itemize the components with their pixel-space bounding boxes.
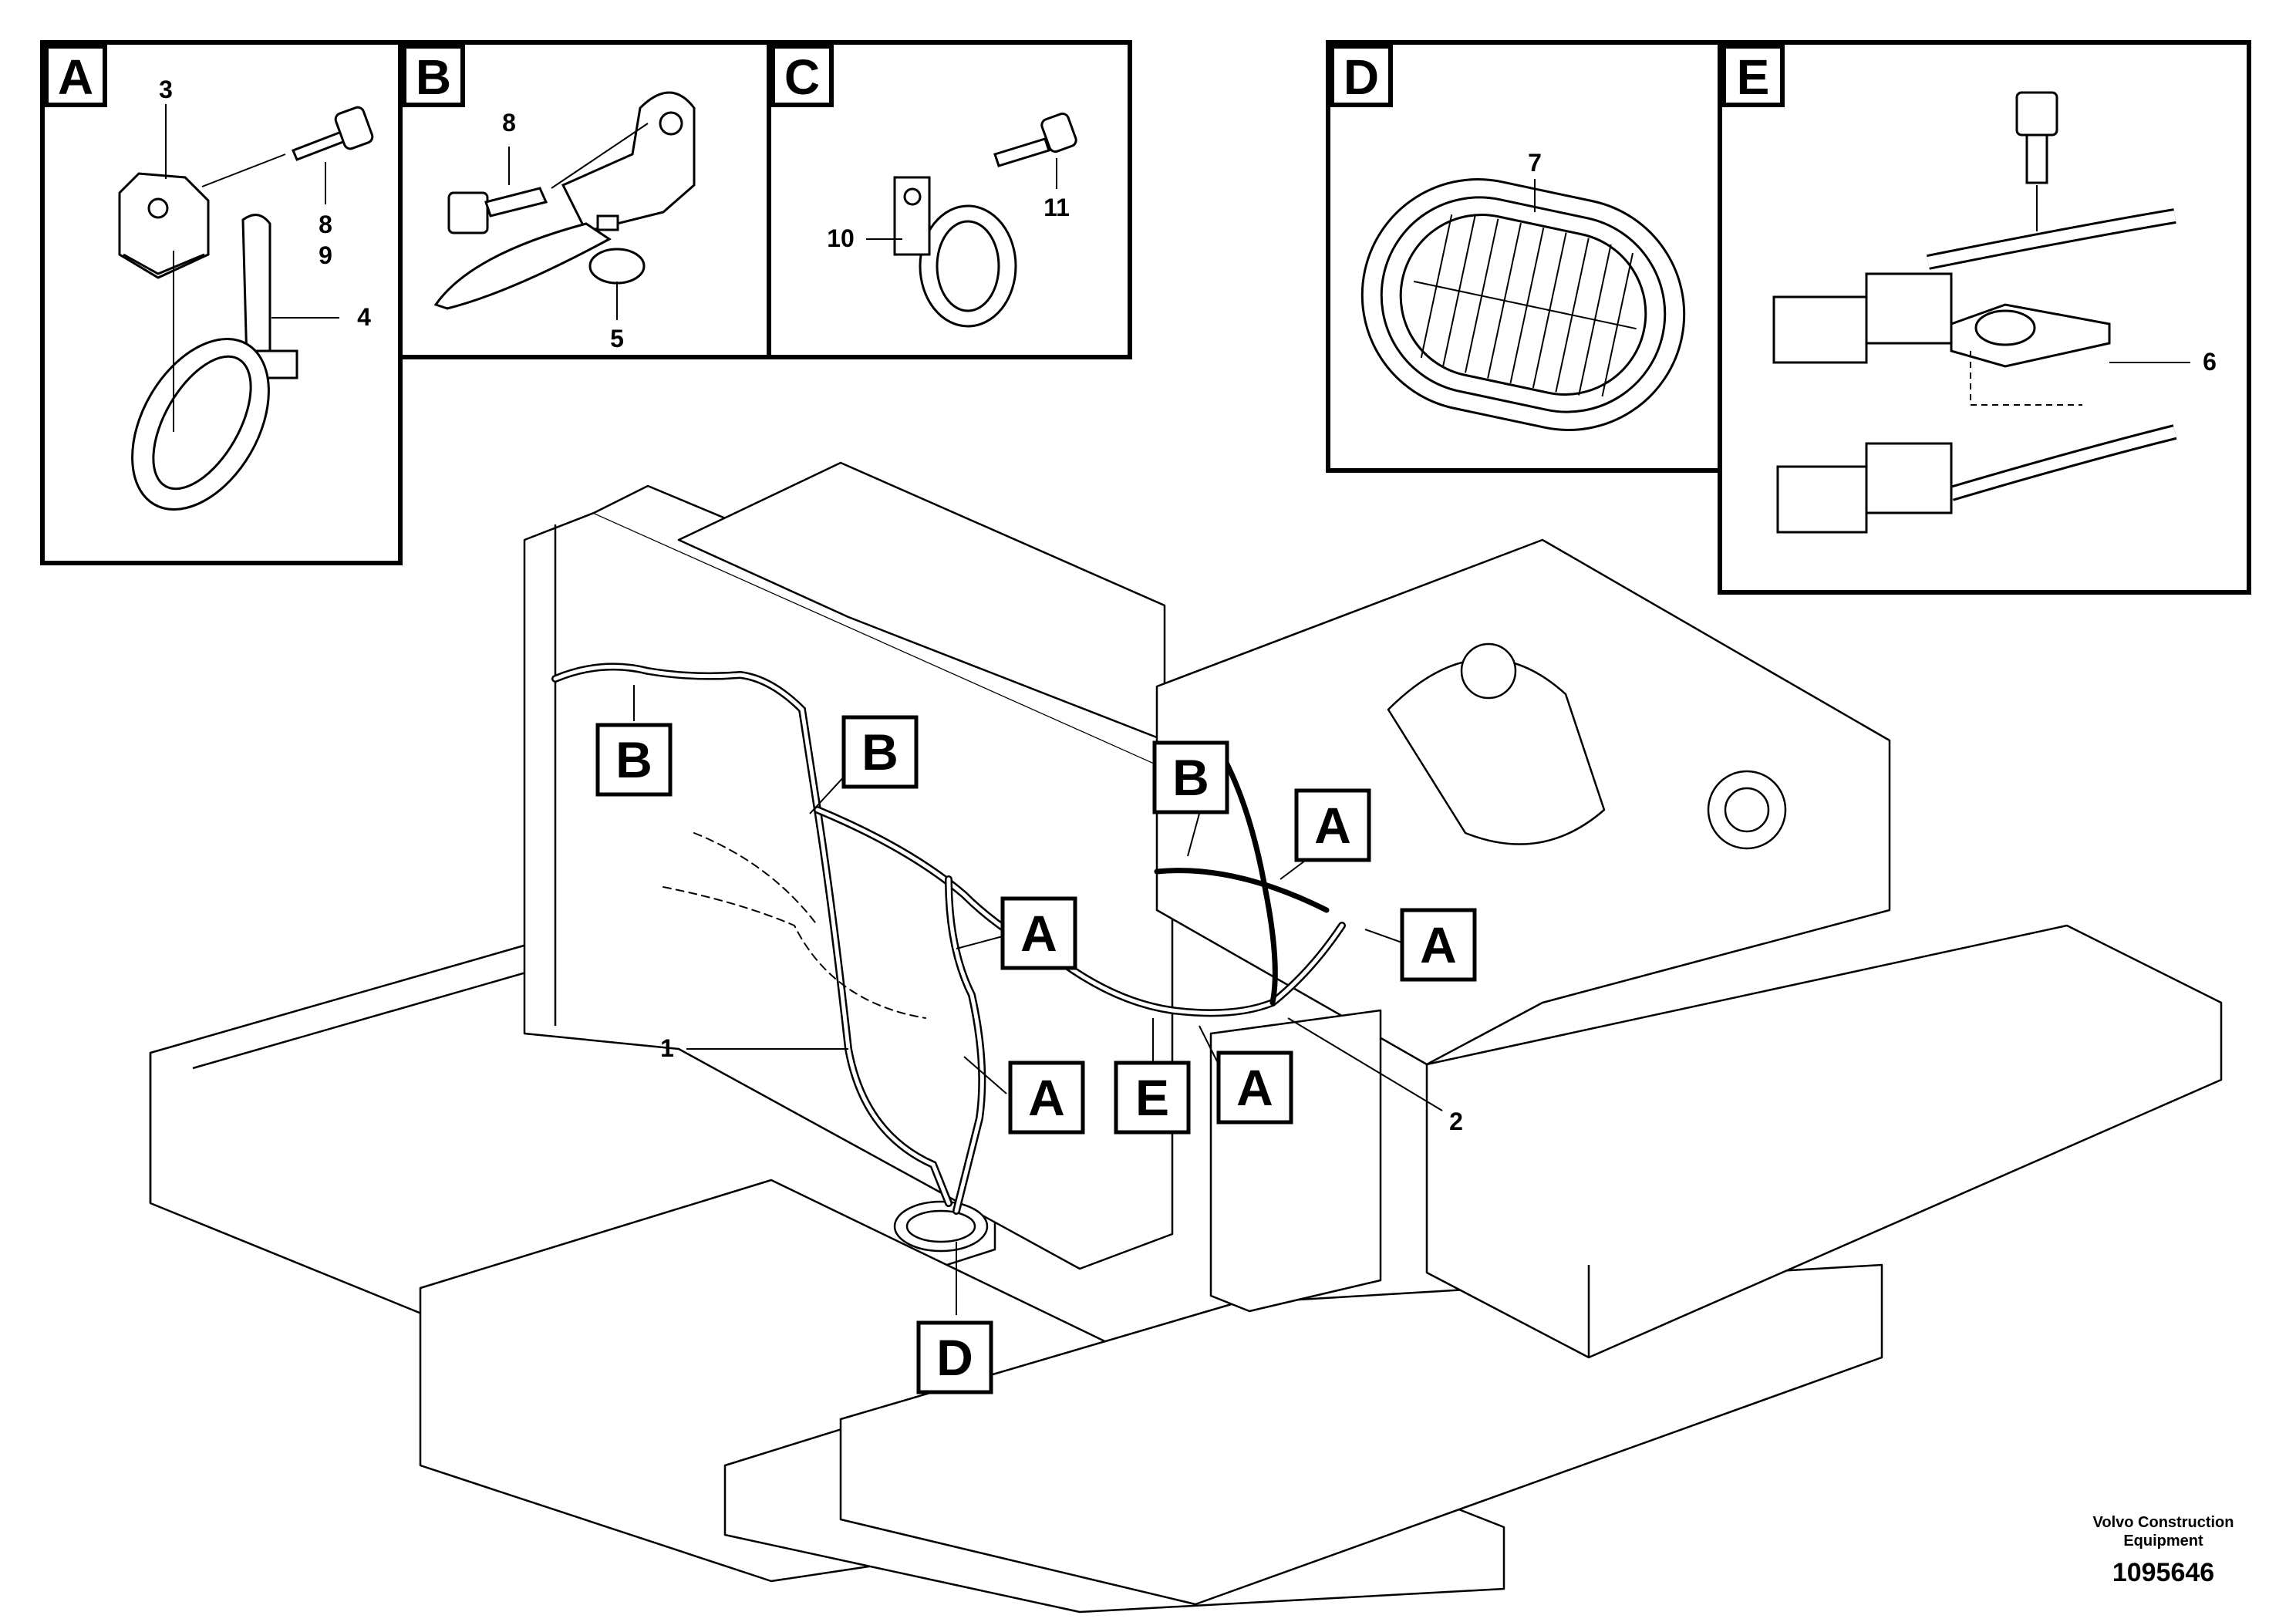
location-tag-e: E xyxy=(1135,1069,1169,1126)
detail-panel-a: A 3 8 xyxy=(40,40,403,565)
location-tag-a: A xyxy=(1236,1059,1273,1116)
callout-7: 7 xyxy=(1528,149,1542,177)
callout-10: 10 xyxy=(827,224,855,252)
location-tag-a: A xyxy=(1020,905,1057,962)
detail-panel-e: E 6 xyxy=(1718,40,2251,595)
callout-2: 2 xyxy=(1449,1108,1463,1135)
connector-drawing xyxy=(1772,208,2177,534)
bracket-drawing xyxy=(118,172,210,279)
panel-e-letter: E xyxy=(1737,49,1770,105)
grommet-drawing xyxy=(1360,178,1686,431)
detail-panel-c: C 10 11 xyxy=(767,40,1132,359)
location-tag-a: A xyxy=(1420,916,1457,973)
callout-1: 1 xyxy=(660,1034,674,1062)
location-tag-b: B xyxy=(615,731,652,788)
bolt-drawing xyxy=(292,106,374,161)
detail-panel-b: B 8 5 xyxy=(398,40,771,359)
cable-tie-drawing xyxy=(131,214,298,511)
callout-11: 11 xyxy=(1043,194,1070,221)
location-tag-a: A xyxy=(1314,797,1351,854)
bolt-drawing xyxy=(2015,91,2058,184)
panel-a-letter: A xyxy=(58,49,93,105)
panel-b-letter: B xyxy=(416,49,451,105)
upper-frame-drawing xyxy=(149,461,2223,1614)
company-name-line1: Volvo Construction xyxy=(2093,1514,2234,1531)
p-clamp-drawing xyxy=(893,176,1017,328)
bolt-drawing xyxy=(447,187,548,234)
panel-c-letter: C xyxy=(784,49,820,105)
callout-8: 8 xyxy=(502,109,516,137)
bolt-drawing xyxy=(993,112,1077,167)
callout-5: 5 xyxy=(610,325,624,352)
company-name-line2: Equipment xyxy=(2123,1533,2203,1549)
callout-6: 6 xyxy=(2203,348,2217,376)
callout-4: 4 xyxy=(357,303,371,331)
location-tag-d: D xyxy=(936,1329,973,1386)
callout-8: 8 xyxy=(319,211,332,238)
drawing-number: 1095646 xyxy=(2112,1558,2214,1587)
bracket-clip-drawing xyxy=(433,91,696,310)
callout-3: 3 xyxy=(159,76,173,103)
location-tag-b: B xyxy=(861,723,899,781)
location-tag-b: B xyxy=(1172,749,1209,806)
location-tag-a: A xyxy=(1028,1069,1065,1126)
callout-9: 9 xyxy=(319,241,332,269)
ground-terminal-drawing xyxy=(1950,303,2111,368)
detail-panel-d: D 7 xyxy=(1326,40,1722,473)
panel-d-letter: D xyxy=(1344,49,1379,105)
wiring-harness-drawing xyxy=(551,663,1346,1215)
